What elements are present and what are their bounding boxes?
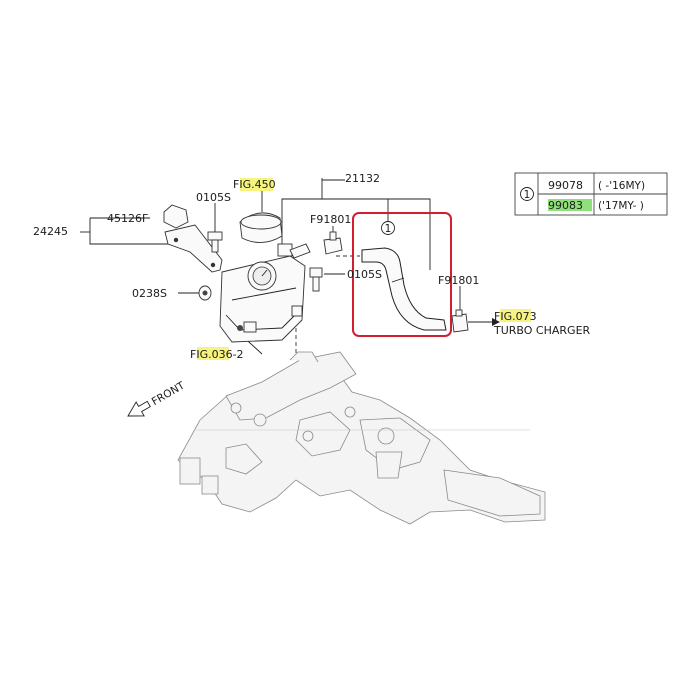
label-0105s-top: 0105S [196, 191, 231, 204]
mounting-bracket [163, 204, 223, 273]
label-45126f: 45126F [107, 212, 148, 225]
front-arrow-icon [127, 400, 151, 417]
label-21132: 21132 [345, 172, 380, 185]
front-label: FRONT [150, 379, 188, 408]
label-fig036: FIG.036-2 [190, 348, 244, 361]
fig036-highlight [197, 347, 229, 360]
legend-range-1: ( -'16MY) [598, 180, 645, 192]
callout-circle [381, 221, 395, 235]
label-turbo-charger: TURBO CHARGER [493, 324, 591, 337]
coolant-reservoir [219, 243, 311, 343]
callout-number: 1 [385, 223, 392, 235]
legend-range-2: ('17MY- ) [598, 200, 644, 212]
hose-clamp-right [451, 309, 469, 333]
green-highlight [548, 199, 592, 211]
bolt-top [207, 231, 223, 253]
hose-clamp-left [323, 231, 343, 255]
legend-part-2: 99083 [548, 199, 583, 212]
highlight-box [352, 212, 452, 337]
legend-marker-circle [520, 187, 534, 201]
bolt-mid [309, 267, 323, 292]
reservoir-cap [239, 212, 283, 243]
fig450-highlight [240, 178, 273, 191]
label-0238s: 0238S [132, 287, 167, 300]
intake-manifold [177, 351, 546, 525]
label-fig073: FIG.073 [494, 310, 537, 323]
part-labels: FIG.450 21132 0105S 45126F 24245 F91801 … [33, 172, 591, 361]
front-direction: FRONT [127, 379, 188, 417]
bolt-side [198, 285, 212, 301]
coolant-hose [361, 247, 447, 331]
legend-marker: 1 [524, 189, 531, 201]
legend-table: 1 99078 ( -'16MY) 99083 ('17MY- ) [514, 172, 668, 216]
fig073-highlight [500, 309, 531, 322]
label-0105s-mid: 0105S [347, 268, 382, 281]
legend-part-1: 99078 [548, 179, 583, 192]
label-fig450: FIG.450 [233, 178, 276, 191]
label-f91801-right: F91801 [438, 274, 479, 287]
label-24245: 24245 [33, 225, 68, 238]
label-f91801-left: F91801 [310, 213, 351, 226]
